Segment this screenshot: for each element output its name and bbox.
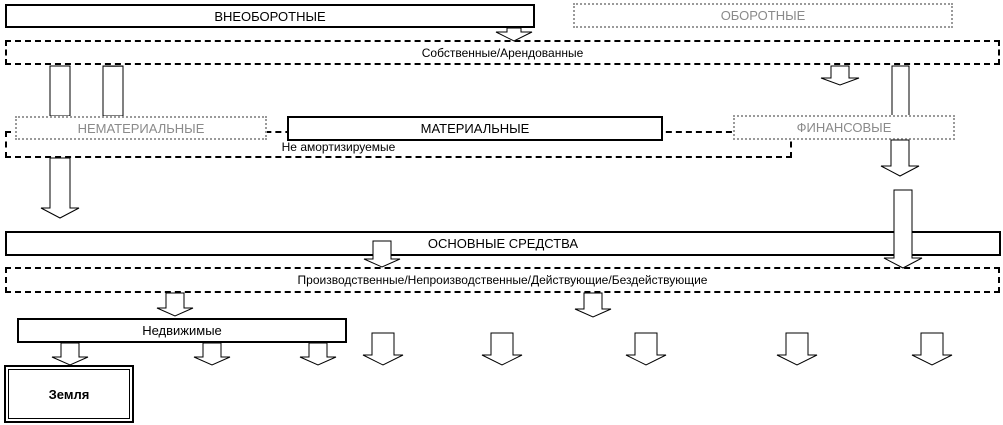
finansovye-label: ФИНАНСОВЫЕ <box>796 120 892 135</box>
production-types-label: Производственные/Непроизводственные/Дейс… <box>297 273 708 287</box>
zemlya-label: Земля <box>48 386 90 402</box>
oborotnye-label: ОБОРОТНЫЕ <box>720 8 806 23</box>
shaft-left-1 <box>49 65 71 117</box>
ne-amortiziruemye-label: Не амортизируемые <box>281 140 396 154</box>
nedvizhimye-label: Недвижимые <box>142 323 222 338</box>
vneoborotnye-box: ВНЕОБОРОТНЫЕ <box>5 4 535 28</box>
shaft-left-2 <box>102 65 124 117</box>
own-leased-label: Собственные/Арендованные <box>421 45 584 60</box>
osnovnye-sredstva-box: ОСНОВНЫЕ СРЕДСТВА <box>5 231 1001 256</box>
materialnye-box: МАТЕРИАЛЬНЫЕ <box>287 116 663 141</box>
vneoborotnye-label: ВНЕОБОРОТНЫЕ <box>214 8 326 24</box>
oborotnye-box: ОБОРОТНЫЕ <box>573 3 953 28</box>
materialnye-label: МАТЕРИАЛЬНЫЕ <box>420 121 530 136</box>
nematerialnye-label: НЕМАТЕРИАЛЬНЫЕ <box>77 120 205 136</box>
finansovye-box: ФИНАНСОВЫЕ <box>733 115 955 140</box>
shaft-right <box>891 65 910 117</box>
osnovnye-sredstva-label: ОСНОВНЫЕ СРЕДСТВА <box>427 236 579 251</box>
nematerialnye-box: НЕМАТЕРИАЛЬНЫЕ <box>15 116 267 140</box>
production-types-box: Производственные/Непроизводственные/Дейс… <box>5 267 1000 293</box>
nedvizhimye-box: Недвижимые <box>17 318 347 343</box>
own-leased-box: Собственные/Арендованные <box>5 40 1000 65</box>
zemlya-box: Земля <box>4 365 134 423</box>
